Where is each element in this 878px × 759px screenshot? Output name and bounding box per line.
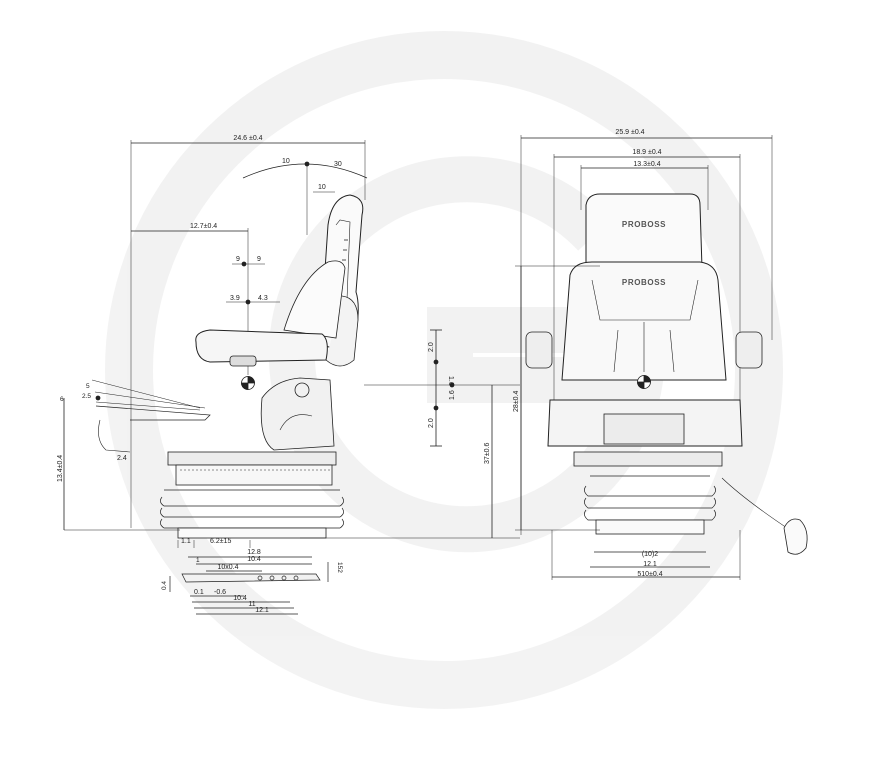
dim-back-width: 18.9 ±0.4: [632, 149, 661, 156]
dim-susp-1-6-b: 1.6: [449, 390, 456, 400]
front-view: [515, 135, 808, 580]
rail-detail: [169, 556, 329, 615]
dim-rail-12-8: 12.8: [247, 549, 261, 556]
side-view-labels: 24.6 ±0.4 10 30 10 12.7±0.4 9 9 3.9 4.3 …: [57, 135, 491, 545]
dim-base-10-2: (10)2: [642, 551, 658, 558]
dim-rail-1: 1: [196, 557, 200, 564]
dim-height-37: 37±0.6: [484, 443, 491, 464]
dim-rail-0-4: 0.4: [161, 581, 168, 590]
dim-rail-10-4-top: 10.4: [247, 556, 261, 563]
dim-base-1-1: 1.1: [181, 538, 191, 545]
side-view: [63, 140, 520, 548]
dim-adj-b-left: 3.9: [230, 295, 240, 302]
brand-label-backrest: PROBOSS: [622, 278, 666, 287]
dim-base-510: 510±0.4: [637, 571, 662, 578]
dim-overall-length: 24.6 ±0.4: [233, 135, 262, 142]
dim-adj-b-right: 4.3: [258, 295, 268, 302]
dim-base-6-2: 6.2±15: [210, 538, 231, 545]
dim-rail-12-1: 12.1: [255, 607, 269, 614]
dim-adj-a-right: 9: [257, 256, 261, 263]
dim-base-12-1: 12.1: [643, 561, 657, 568]
dim-front-2-4: 2.4: [117, 455, 127, 462]
dim-susp-1-6-a: 1.6: [447, 376, 454, 386]
dim-rail-minus-0-6: -0.6: [214, 589, 226, 596]
dim-seat-depth: 12.7±0.4: [190, 223, 217, 230]
dim-head-width: 13.3±0.4: [633, 161, 660, 168]
dim-susp-2-0-top: 2.0: [428, 342, 435, 352]
dim-adj-a-left: 9: [236, 256, 240, 263]
dim-rail-10x0-4: 10x0.4: [217, 564, 238, 571]
dim-backrest-step: 10: [318, 184, 326, 191]
front-view-labels: 25.9 ±0.4 18.9 ±0.4 13.3±0.4 PROBOSS PRO…: [513, 129, 666, 578]
dim-rail-0-1: 0.1: [194, 589, 204, 596]
dim-height-13-4: 13.4±0.4: [57, 455, 64, 482]
dim-backrest-angle-right: 30: [334, 161, 342, 168]
dim-overall-width: 25.9 ±0.4: [615, 129, 644, 136]
dim-tilt-6: 6: [60, 396, 64, 403]
dim-backrest-angle-left: 10: [282, 158, 290, 165]
dim-height-28: 28±0.4: [513, 391, 520, 412]
rail-detail-labels: 12.8 10.4 1 10x0.4 152 0.4 0.1 -0.6 10.4…: [161, 549, 343, 614]
dim-rail-152: 152: [336, 562, 343, 573]
dim-tilt-5: 5: [86, 383, 90, 390]
dim-rail-11: 11: [248, 601, 255, 608]
dim-tilt-2-5: 2.5: [82, 393, 91, 400]
brand-label-headrest: PROBOSS: [622, 220, 666, 229]
dim-rail-10-4-bottom: 10.4: [233, 595, 247, 602]
dim-susp-2-0-bottom: 2.0: [428, 418, 435, 428]
